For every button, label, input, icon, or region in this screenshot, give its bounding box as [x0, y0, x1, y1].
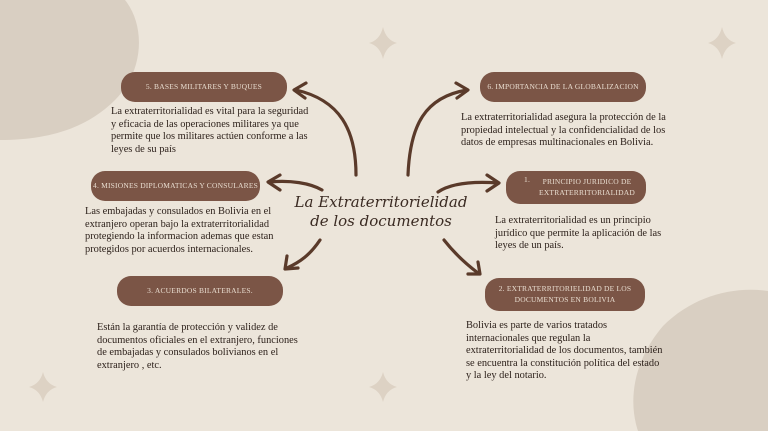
node-bases-militares-pill: 5. BASES MILITARES Y BUQUES [121, 72, 287, 102]
node-misiones-pill: 4. MISIONES DIPLOMATICAS Y CONSULARES [91, 171, 260, 201]
node-acuerdos-pill: 3. ACUERDOS BILATERALES. [117, 276, 283, 306]
bottom-right-blob [633, 289, 768, 431]
arrow-to-documentos-bolivia [442, 238, 480, 275]
node-globalizacion-label: 6. IMPORTANCIA DE LA GLOBALIZACION [487, 81, 639, 91]
node-globalizacion-text: La extraterritorialidad asegura la prote… [461, 112, 666, 149]
node-misiones-text: Las embajadas y consulados en Bolivia en… [85, 206, 274, 255]
node-misiones-label: 4. MISIONES DIPLOMATICAS Y CONSULARES [93, 180, 258, 190]
node-documentos-bolivia-pill: 2. EXTRATERRITORIELIDAD DE LOS DOCUMENTO… [485, 278, 645, 311]
node-principio-text: La extraterritorialidad es un principio … [495, 215, 662, 252]
top-left-blob [0, 0, 139, 140]
node-globalizacion-pill: 6. IMPORTANCIA DE LA GLOBALIZACION [480, 72, 646, 102]
arrow-to-principio [436, 180, 500, 194]
node-documentos-bolivia-label: 2. EXTRATERRITORIELIDAD DE LOS DOCUMENTO… [498, 284, 632, 304]
node-acuerdos-label: 3. ACUERDOS BILATERALES. [147, 285, 253, 295]
node-principio-number: 1. [524, 175, 531, 184]
node-bases-militares-label: 5. BASES MILITARES Y BUQUES [145, 81, 263, 91]
node-acuerdos-text: Están la garantía de protección y valide… [97, 322, 298, 371]
arrow-to-misiones [268, 179, 324, 192]
node-bases-militares-text: La extraterritorialidad es vital para la… [111, 106, 309, 155]
node-principio-pill: 1. PRINCIPIO JURIDICO DE EXTRATERRITORIA… [506, 171, 646, 204]
arrow-to-globalizacion [406, 88, 469, 177]
node-principio-label: PRINCIPIO JURIDICO DE EXTRATERRITORIALID… [539, 177, 635, 197]
center-title: La Extraterritorielidad de los documento… [294, 193, 468, 230]
arrow-to-acuerdos [285, 238, 322, 270]
node-documentos-bolivia-text: Bolivia es parte de varios tratados inte… [466, 320, 663, 382]
